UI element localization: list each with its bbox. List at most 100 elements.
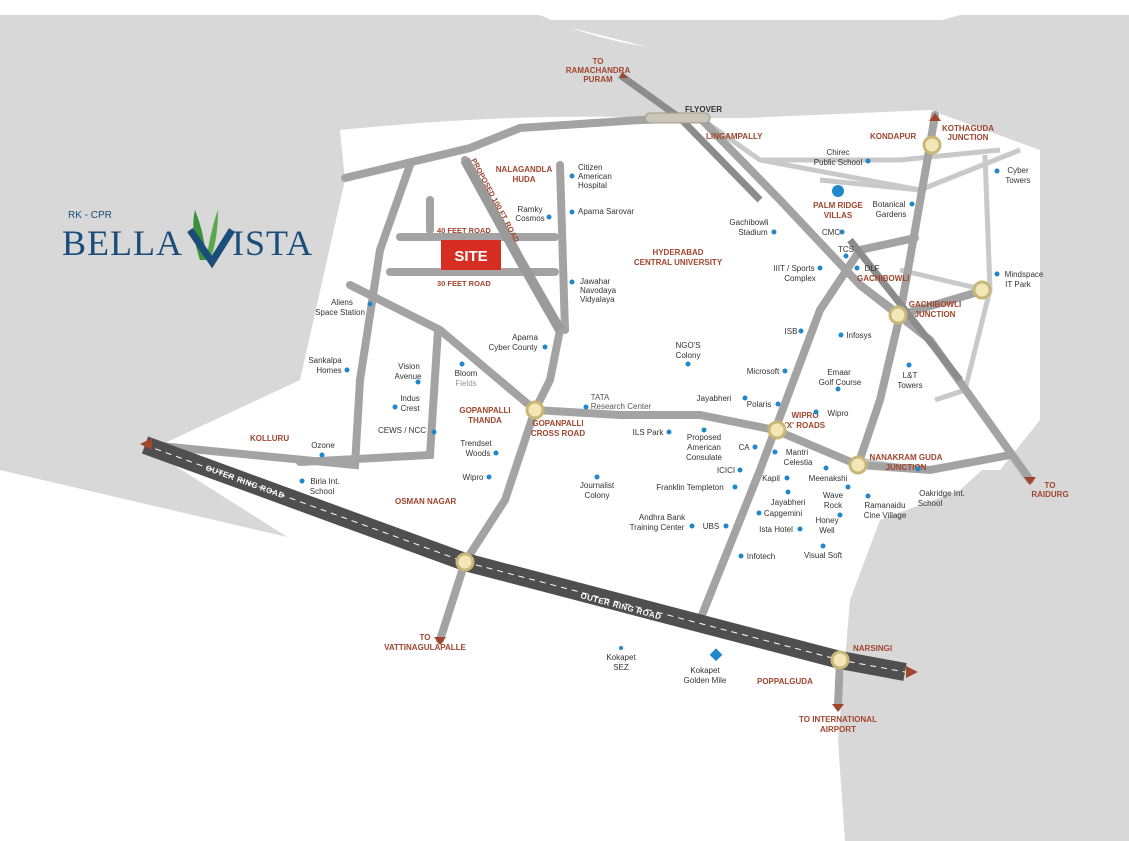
junction-kothaguda-icon (922, 135, 942, 155)
dir-kothaguda-2: JUNCTION (948, 133, 989, 142)
dir-airport-1: TO INTERNATIONAL (799, 715, 877, 724)
area-palm-1: PALM RIDGE (813, 201, 863, 210)
site-marker (441, 240, 501, 270)
label-pois-botanical-1: Botanical (873, 200, 906, 209)
label-pois-tata-1: TATA (591, 393, 610, 402)
label-pois-mindspace-1: Mindspace (1005, 270, 1044, 279)
arrow-ring-east-icon (906, 666, 918, 678)
area-gachibowli: GACHIBOWLI (857, 274, 909, 283)
label-pois-citizen-2: American (578, 172, 612, 181)
label-pois-ramky-1: Ramky (518, 205, 543, 214)
logo-name-right: ISTA (232, 223, 313, 263)
junctions (455, 135, 992, 670)
label-pois-consulate-3: Consulate (686, 453, 723, 462)
junction-gopanpalli-icon (525, 400, 545, 420)
label-pois-stadium-2: Stadium (738, 228, 768, 237)
area-gopan-cross-2: CROSS ROAD (531, 429, 585, 438)
area-nalagandla-1: NALAGANDLA (496, 165, 553, 174)
label-pois-chirec-1: Chirec (826, 148, 849, 157)
label-pois-vision-2: Avenue (395, 372, 423, 381)
label-pois-wave-1: Wave (823, 491, 844, 500)
label-pois-infosys: Infosys (846, 331, 871, 340)
label-pois-ozone: Ozone (311, 441, 335, 450)
label-pois-ubs: UBS (703, 522, 719, 531)
label-pois-citizen-1: Citizen (578, 163, 602, 172)
label-pois-tata-2: Research Center (591, 402, 652, 411)
label-pois-icici: ICICI (717, 466, 735, 475)
label-pois-kokapet-sez-1: Kokapet (606, 653, 636, 662)
area-hcu-2: CENTRAL UNIVERSITY (634, 258, 723, 267)
label-pois-ngo-2: Colony (676, 351, 701, 360)
label-pois-trendset-2: Woods (466, 449, 491, 458)
label-pois-chirec-2: Public School (814, 158, 863, 167)
label-pois-aparna-cyber-1: Aparna (512, 333, 538, 342)
label-pois-journalist-1: Journalist (580, 481, 615, 490)
arrow-vattinagulapalle-icon (434, 637, 446, 645)
dir-ramachandra-1: TO (593, 57, 604, 66)
area-osman: OSMAN NAGAR (395, 497, 457, 506)
flyover-label: FLYOVER (685, 105, 722, 114)
label-pois-birla-2: School (310, 487, 335, 496)
dir-ramachandra-2: RAMACHANDRA (566, 66, 631, 75)
label-pois-jayabheri-l: Jayabheri (697, 394, 732, 403)
label-pois-jayabheri-r-1: Jayabheri (771, 498, 806, 507)
arrow-ring-west-icon (140, 438, 152, 450)
label-pois-honey-2: Well (819, 526, 835, 535)
label-pois-indus-2: Crest (400, 404, 420, 413)
label-pois-andhra-1: Andhra Bank (639, 513, 686, 522)
area-gjunction-2: JUNCTION (915, 310, 956, 319)
area-palm-2: VILLAS (824, 211, 853, 220)
area-nanakram-2: JUNCTION (886, 463, 927, 472)
area-gjunction-1: GACHIBOWLI (909, 300, 961, 309)
label-pois-indus-1: Indus (400, 394, 420, 403)
label-pois-birla-1: Birla Int. (310, 477, 339, 486)
label-pois-emaar-1: Emaar (827, 368, 851, 377)
label-pois-consulate-2: American (687, 443, 721, 452)
area-nanakram-1: NANAKRAM GUDA (870, 453, 943, 462)
label-pois-visual: Visual Soft (804, 551, 843, 560)
label-pois-trendset-1: Trendset (460, 439, 492, 448)
arrow-raidurg-icon (1024, 477, 1036, 485)
label-pois-wipro-right: Wipro (828, 409, 849, 418)
label-pois-polaris: Polaris (747, 400, 771, 409)
poi-labels: Citizen American Hospital Aparna Sarovar… (308, 148, 1044, 685)
label-pois-ils: ILS Park (633, 428, 665, 437)
area-kondapur: KONDAPUR (870, 132, 916, 141)
label-pois-mantri-1: Mantri (786, 448, 808, 457)
label-pois-aliens-2: Space Station (315, 308, 365, 317)
proposed-road (460, 157, 565, 333)
road-40-feet: 40 FEET ROAD (437, 226, 491, 235)
junction-gachibowli-icon (888, 305, 908, 325)
label-pois-botanical-2: Gardens (876, 210, 907, 219)
label-pois-lt-1: L&T (903, 371, 918, 380)
label-pois-oakridge-1: Oakridge Int. (919, 489, 965, 498)
arrow-kothaguda-icon (929, 113, 941, 121)
label-pois-mantri-2: Celestia (784, 458, 813, 467)
area-poppalguda: POPPALGUDA (757, 677, 813, 686)
label-pois-honey-1: Honey (815, 516, 838, 525)
label-pois-meenakshi: Meenakshi (809, 474, 848, 483)
area-nalagandla-2: HUDA (512, 175, 535, 184)
arrow-ramachandra-icon (620, 72, 628, 78)
logo-name-left: BELLA (62, 223, 183, 263)
label-pois-vision-1: Vision (398, 362, 420, 371)
label-pois-wipro-left: Wipro (463, 473, 484, 482)
label-pois-aparna-sarovar: Aparna Sarovar (578, 207, 634, 216)
label-pois-isb: ISB (785, 327, 798, 336)
dir-raidurg-1: TO (1045, 481, 1056, 490)
label-pois-stadium-1: Gachibowli (729, 218, 768, 227)
junction-nanakram-icon (848, 455, 868, 475)
label-pois-cmc: CMC (822, 228, 840, 237)
label-pois-aliens-1: Aliens (331, 298, 353, 307)
label-pois-ramky-2: Cosmos (515, 214, 544, 223)
label-pois-andhra-2: Training Center (630, 523, 685, 532)
dir-vatti-1: TO (420, 633, 431, 642)
label-pois-emaar-2: Golf Course (819, 378, 862, 387)
label-pois-infotech: Infotech (747, 552, 775, 561)
area-gopan-thanda-2: THANDA (468, 416, 502, 425)
label-pois-franklin: Franklin Templeton (656, 483, 723, 492)
label-pois-citizen-3: Hospital (578, 181, 607, 190)
label-pois-ista: Ista Hotel (759, 525, 793, 534)
direction-arrows (140, 72, 1036, 712)
